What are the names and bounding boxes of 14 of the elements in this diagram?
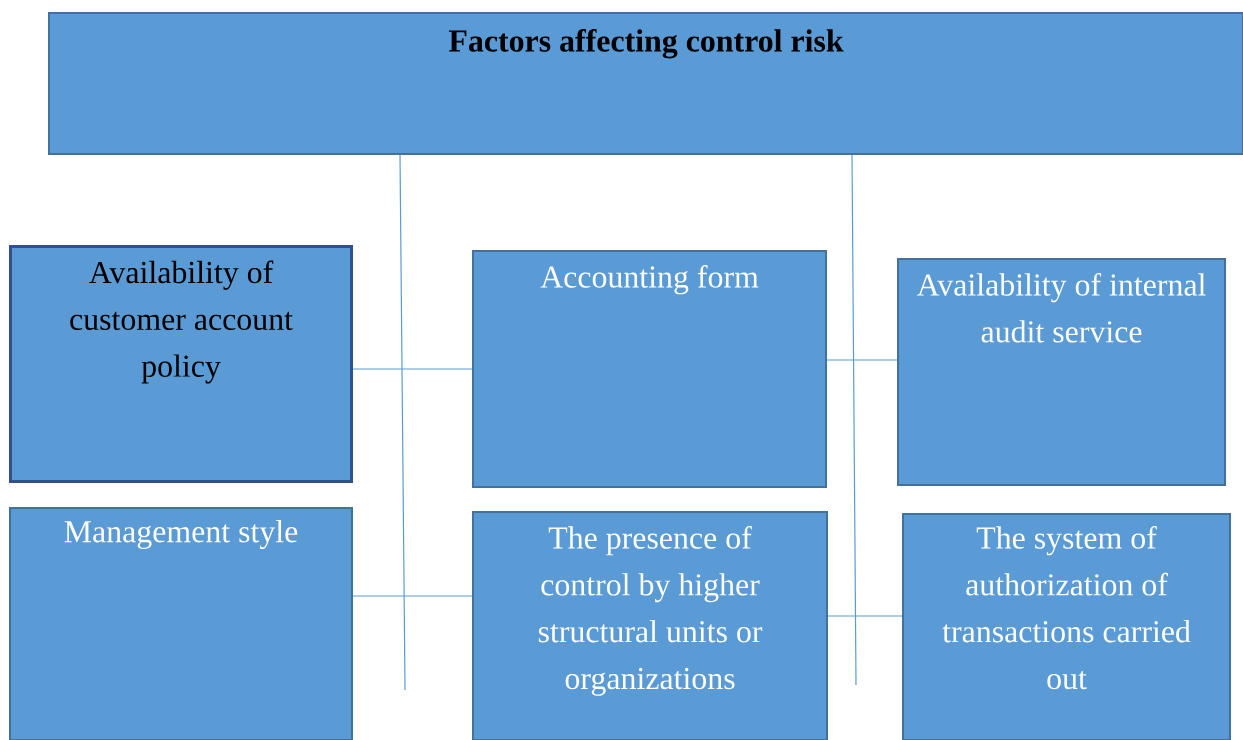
- connector-line: [352, 368, 473, 370]
- factor-box: The presence of control by higher structural units or organizations: [472, 511, 829, 740]
- factor-box: The system of authorization of transactions carried out: [902, 513, 1232, 740]
- factor-box: Management style: [9, 507, 353, 740]
- connector-line: [399, 154, 406, 691]
- connector-line: [826, 359, 898, 361]
- title-box: [48, 12, 1243, 155]
- connector-line: [352, 595, 473, 597]
- title: Factors affecting control risk: [448, 29, 844, 59]
- factor-box: Accounting form: [472, 250, 828, 488]
- connector-line: [827, 615, 903, 617]
- connector-line: [851, 154, 857, 686]
- factor-box: Availability of internal audit service: [897, 258, 1227, 486]
- factor-box: Availability of customer account policy: [9, 245, 353, 483]
